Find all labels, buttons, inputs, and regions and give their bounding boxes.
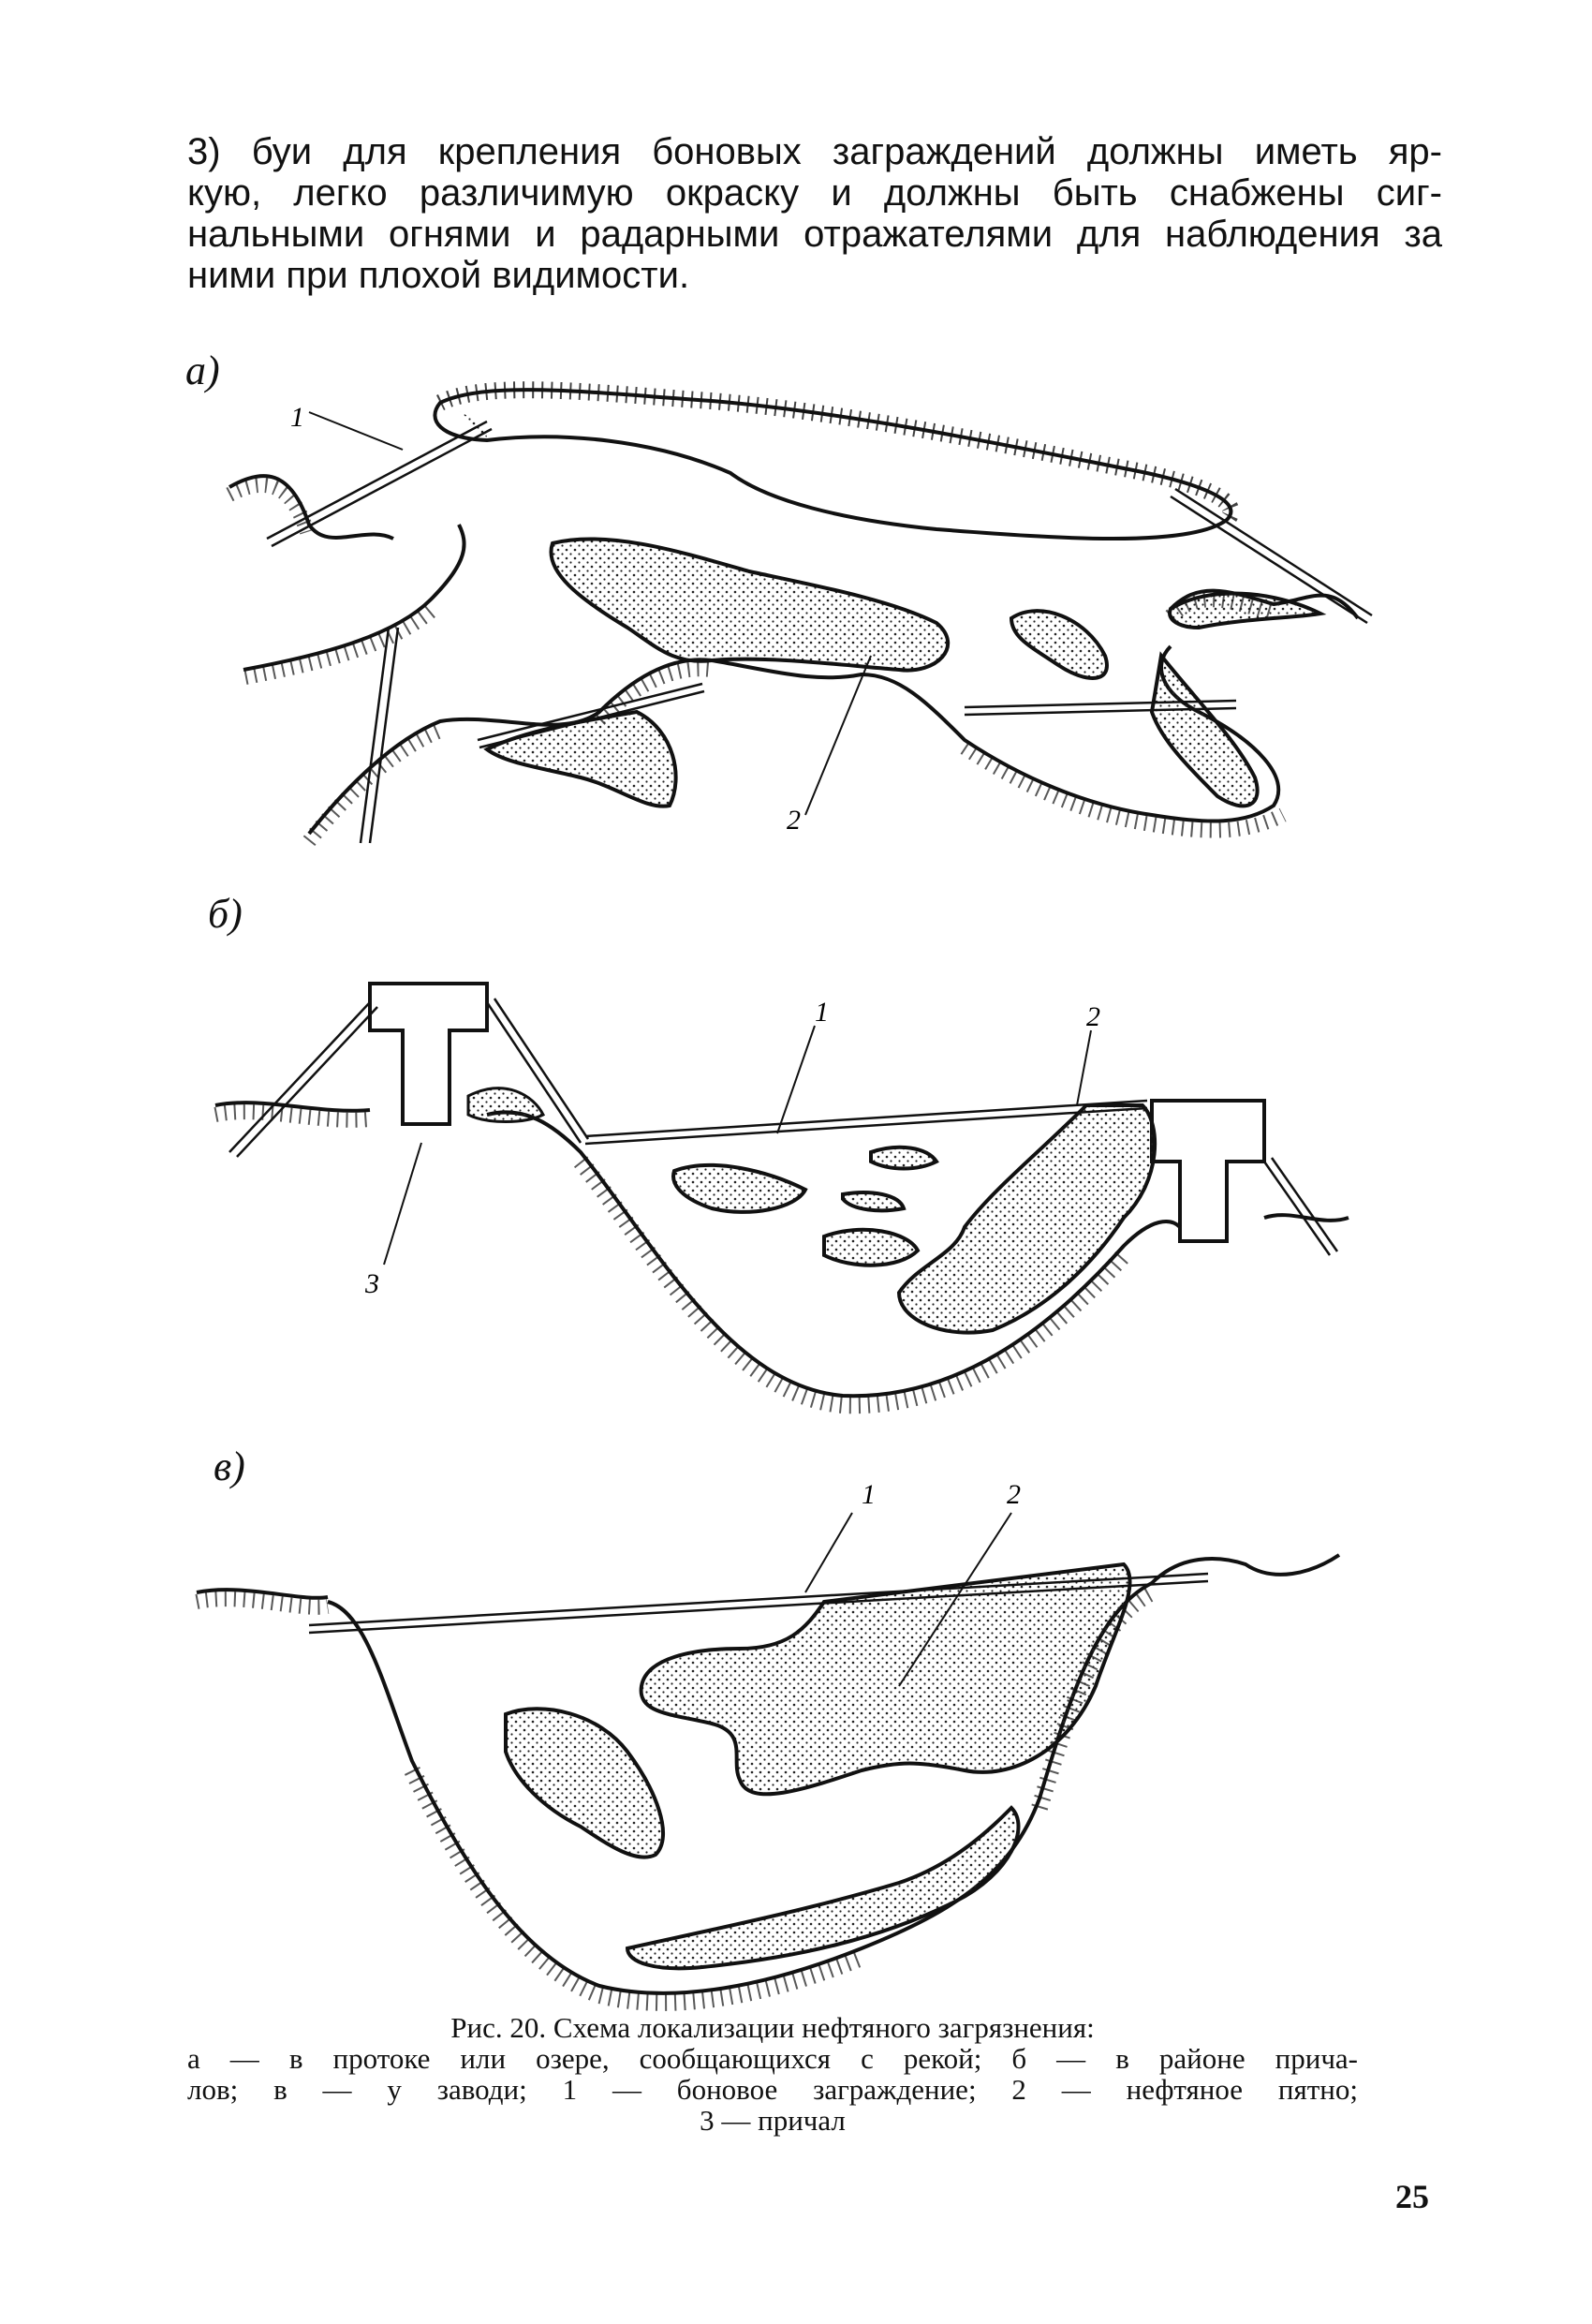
oil-slick — [822, 1227, 921, 1267]
oil-slick — [1149, 651, 1260, 808]
oil-slick — [1168, 591, 1327, 630]
callout-1: 1 — [290, 402, 304, 433]
island — [433, 388, 1233, 540]
callout-2: 2 — [787, 805, 801, 836]
caption-line: лов; в — у заводи; 1 — боновое загражден… — [187, 2073, 1358, 2106]
panel-a-diagram: 1 2 — [226, 381, 1373, 846]
callout-1: 1 — [815, 997, 829, 1028]
pier — [1150, 1099, 1266, 1243]
oil-slick — [625, 1805, 1021, 1971]
paragraph-line: нальными огнями и радарными отражателями… — [187, 214, 1442, 255]
panel-b-diagram: 1 2 3 — [214, 982, 1349, 1414]
callout-3: 3 — [364, 1268, 379, 1299]
oil-slick — [896, 1103, 1157, 1335]
paragraph-line: 3) буи для крепления боновых заграждений… — [187, 131, 1442, 172]
callout-1: 1 — [862, 1479, 876, 1510]
oil-slick — [549, 537, 951, 673]
figure-caption: Рис. 20. Схема локализации нефтяного заг… — [187, 2012, 1358, 2136]
panel-label-b: б) — [208, 891, 243, 937]
oil-slick — [483, 709, 678, 808]
caption-line: 3 — причал — [700, 2104, 846, 2137]
callout-2: 2 — [1086, 1001, 1100, 1032]
panel-label-v: в) — [214, 1443, 245, 1489]
oil-slick — [504, 1707, 665, 1859]
paragraph-line: ними при плохой видимости. — [187, 255, 690, 296]
left-upper-bank — [228, 474, 394, 540]
paragraph-line: кую, легко различимую окраску и должны б… — [187, 172, 1442, 214]
page-number: 25 — [1395, 2178, 1429, 2215]
oil-slick — [1009, 609, 1109, 680]
caption-title: Рис. 20. Схема локализации нефтяного заг… — [450, 2011, 1095, 2044]
oil-slick — [639, 1562, 1132, 1797]
oil-slick — [869, 1145, 939, 1171]
oil-slick — [466, 1087, 546, 1123]
oil-slick — [841, 1191, 907, 1213]
left-lower-bank — [243, 524, 466, 672]
basin — [327, 1553, 1341, 1995]
basin — [486, 1110, 1182, 1399]
panel-label-a: а) — [185, 348, 220, 393]
panel-v-diagram: 1 2 — [195, 1479, 1341, 2011]
bottom-bank — [307, 644, 1281, 836]
body-paragraph: 3) буи для крепления боновых заграждений… — [187, 131, 1442, 296]
caption-line: а — в протоке или озере, сообщающихся с … — [187, 2042, 1358, 2075]
pier — [368, 982, 489, 1126]
oil-slick — [671, 1162, 808, 1214]
callout-2: 2 — [1007, 1479, 1021, 1510]
